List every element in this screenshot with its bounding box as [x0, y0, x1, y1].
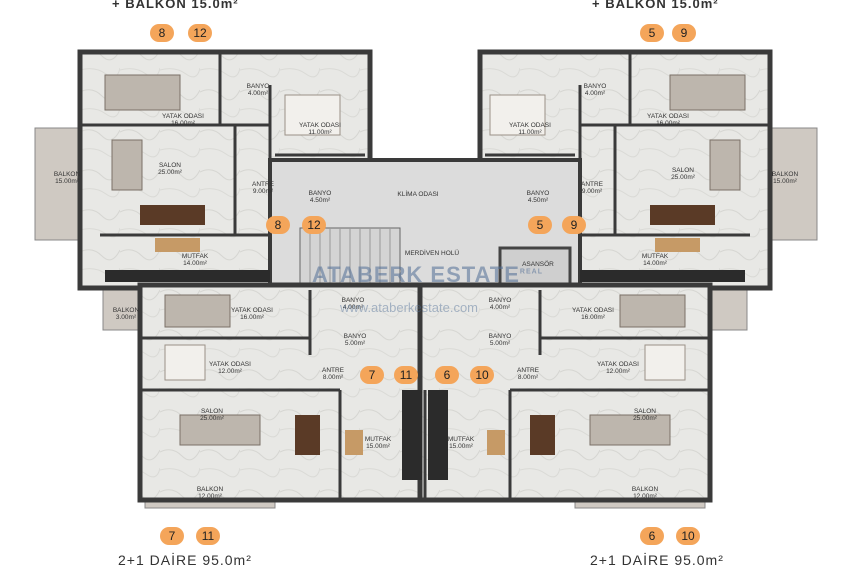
room-label: SALON	[672, 167, 694, 174]
room-label: MUTFAK	[365, 436, 392, 443]
elevator	[498, 246, 572, 288]
room-label: ANTRE	[517, 367, 540, 374]
room-label: BALKON	[772, 171, 799, 178]
room-label: MUTFAK	[448, 436, 475, 443]
room-area: 25.00m²	[671, 174, 696, 181]
unit-badge: 8	[266, 216, 290, 234]
watermark-url: www.ataberkestate.com	[340, 300, 479, 315]
watermark-brand: ATABERK ESTATE	[312, 262, 520, 287]
furniture	[104, 74, 746, 480]
room-label: YATAK ODASI	[299, 122, 341, 129]
room-area: 25.00m²	[633, 415, 658, 422]
room-area: 12.00m²	[606, 368, 631, 375]
footer-bottom-right: 2+1 DAİRE 95.0m²	[590, 552, 724, 568]
room-label: BANYO	[584, 83, 607, 90]
unit-badge: 11	[196, 527, 220, 545]
room-area: 4.50m²	[310, 197, 331, 204]
room-label: BALKON	[632, 486, 659, 493]
room-label: BANYO	[342, 297, 365, 304]
room-area: 11.00m²	[518, 129, 542, 136]
room-area: 11.00m²	[308, 129, 332, 136]
room-area: 8.00m²	[518, 374, 539, 381]
room-label: ANTRE	[252, 181, 275, 188]
room-label: BANYO	[489, 297, 512, 304]
room-label: MUTFAK	[642, 253, 669, 260]
room-area: 25.00m²	[158, 169, 183, 176]
room-label: MERDİVEN HOLÜ	[405, 248, 459, 257]
room-area: 4.00m²	[343, 304, 364, 311]
header-top-left: + BALKON 15.0m²	[112, 0, 239, 11]
room-area: 9.00m²	[582, 188, 603, 195]
unit-badge: 9	[672, 24, 696, 42]
room-label: ANTRE	[581, 181, 604, 188]
room-label: MUTFAK	[182, 253, 209, 260]
unit-badge: 12	[302, 216, 326, 234]
walls-upper-left	[80, 52, 365, 237]
room-area: 15.00m²	[366, 443, 391, 450]
room-area: 5.00m²	[490, 340, 511, 347]
room-area: 12.00m²	[633, 493, 658, 500]
unit-badge: 11	[394, 366, 418, 384]
unit-badge: 7	[160, 527, 184, 545]
room-label: BALKON	[54, 171, 81, 178]
room-label: SALON	[634, 408, 656, 415]
room-area: 16.00m²	[240, 314, 265, 321]
room-label: YATAK ODASI	[162, 113, 204, 120]
unit-badge: 6	[435, 366, 459, 384]
unit-badge: 5	[640, 24, 664, 42]
room-area: 14.00m²	[183, 260, 208, 267]
watermark-sup: REAL	[519, 268, 543, 276]
room-area: 4.50m²	[528, 197, 549, 204]
room-area: 12.00m²	[218, 368, 243, 375]
room-area: 4.00m²	[585, 90, 606, 97]
room-label: BANYO	[309, 190, 332, 197]
unit-badge: 10	[470, 366, 494, 384]
room-label: ASANSÖR	[522, 260, 554, 268]
unit-badge: 9	[562, 216, 586, 234]
room-area: 15.00m²	[773, 178, 798, 185]
unit-badge: 5	[528, 216, 552, 234]
room-area: 16.00m²	[656, 120, 681, 127]
room-area: 3.00m²	[116, 314, 137, 321]
room-label: BANYO	[527, 190, 550, 197]
room-area: 15.00m²	[449, 443, 474, 450]
room-area: 25.00m²	[200, 415, 225, 422]
room-label: BANYO	[247, 83, 270, 90]
room-label: BANYO	[344, 333, 367, 340]
room-area: 4.00m²	[490, 304, 511, 311]
unit-badge: 6	[640, 527, 664, 545]
room-area: 8.00m²	[323, 374, 344, 381]
room-label: YATAK ODASI	[572, 307, 614, 314]
walls-lower	[140, 290, 710, 500]
room-label: YATAK ODASI	[209, 361, 251, 368]
room-label: BALKON	[197, 486, 224, 493]
room-area: 4.00m²	[248, 90, 269, 97]
room-label: ANTRE	[322, 367, 345, 374]
room-area: 5.00m²	[345, 340, 366, 347]
room-area: 14.00m²	[643, 260, 668, 267]
room-label: BALKON	[113, 307, 140, 314]
stair-steps	[309, 228, 391, 286]
unit-badge: 8	[150, 24, 174, 42]
room-area: 12.00m²	[198, 493, 223, 500]
room-label: YATAK ODASI	[597, 361, 639, 368]
footer-bottom-left: 2+1 DAİRE 95.0m²	[118, 552, 252, 568]
unit-badge: 7	[360, 366, 384, 384]
room-label: YATAK ODASI	[647, 113, 689, 120]
room-label: SALON	[201, 408, 223, 415]
room-label: BANYO	[489, 333, 512, 340]
unit-badge: 12	[188, 24, 212, 42]
room-area: 15.00m²	[55, 178, 80, 185]
unit-badge: 10	[676, 527, 700, 545]
walls-upper-right	[485, 52, 770, 237]
room-area: 16.00m²	[171, 120, 196, 127]
room-label: YATAK ODASI	[231, 307, 273, 314]
room-area: 9.00m²	[253, 188, 274, 195]
watermark-logo: ATABERK ESTATEREAL	[312, 262, 543, 288]
room-label: YATAK ODASI	[509, 122, 551, 129]
room-label: KLİMA ODASI	[397, 189, 438, 198]
room-area: 16.00m²	[581, 314, 606, 321]
header-top-right: + BALKON 15.0m²	[592, 0, 719, 11]
room-label: SALON	[159, 162, 181, 169]
